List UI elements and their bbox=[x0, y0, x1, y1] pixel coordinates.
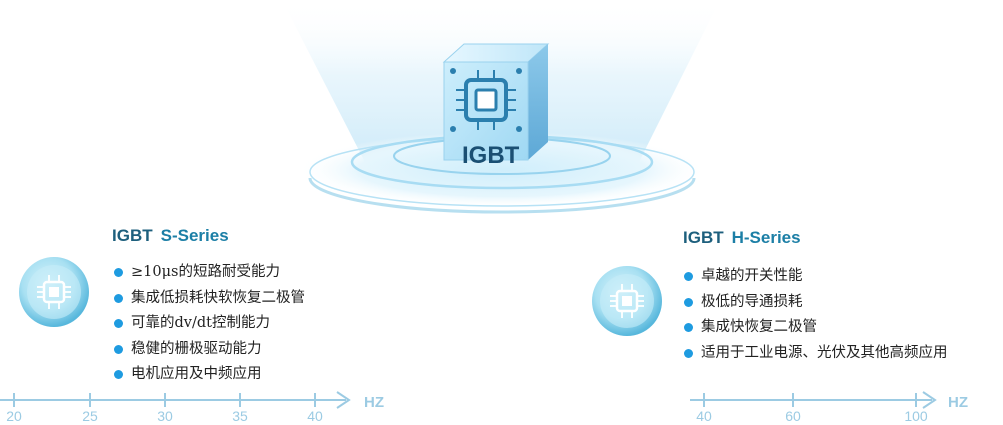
chip-label: IGBT bbox=[462, 142, 520, 169]
h-series-feature: 极低的导通损耗 bbox=[684, 290, 948, 316]
s-axis-tick-label: 40 bbox=[307, 408, 323, 424]
h-axis-unit: HZ bbox=[948, 394, 968, 411]
s-series-frequency-axis: 20 25 30 35 40 HZ bbox=[0, 391, 384, 424]
h-series-chip-icon bbox=[592, 266, 662, 336]
s-series-name: S-Series bbox=[160, 226, 229, 245]
h-series-feature: 适用于工业电源、光伏及其他高频应用 bbox=[684, 341, 948, 367]
s-series-title: IGBT S-Series bbox=[112, 226, 229, 246]
s-series-feature-list: ≥10μs的短路耐受能力 集成低损耗快软恢复二极管 可靠的dv/dt控制能力 稳… bbox=[114, 260, 305, 388]
s-series-feature: 集成低损耗快软恢复二极管 bbox=[114, 286, 305, 312]
h-series-frequency-axis: 40 60 100 HZ bbox=[690, 391, 968, 424]
s-axis-tick-label: 35 bbox=[232, 408, 248, 424]
h-series-feature: 卓越的开关性能 bbox=[684, 264, 948, 290]
s-series-feature: ≥10μs的短路耐受能力 bbox=[114, 260, 305, 286]
s-series-brand: IGBT bbox=[112, 226, 153, 245]
s-axis-tick-label: 20 bbox=[6, 408, 22, 424]
s-series-chip-icon bbox=[19, 257, 89, 327]
h-series-feature-list: 卓越的开关性能 极低的导通损耗 集成快恢复二极管 适用于工业电源、光伏及其他高频… bbox=[684, 264, 948, 366]
h-axis-tick-label: 40 bbox=[696, 408, 712, 424]
h-series-brand: IGBT bbox=[683, 228, 724, 247]
h-series-name: H-Series bbox=[731, 228, 801, 247]
h-series-feature: 集成快恢复二极管 bbox=[684, 315, 948, 341]
h-axis-tick-label: 60 bbox=[785, 408, 801, 424]
s-series-feature: 可靠的dv/dt控制能力 bbox=[114, 311, 305, 337]
s-series-feature: 电机应用及中频应用 bbox=[114, 362, 305, 388]
h-axis-tick-label: 100 bbox=[904, 408, 928, 424]
s-axis-unit: HZ bbox=[364, 394, 384, 411]
h-series-title: IGBT H-Series bbox=[683, 228, 801, 248]
s-series-feature: 稳健的栅极驱动能力 bbox=[114, 337, 305, 363]
s-axis-tick-label: 25 bbox=[82, 408, 98, 424]
igbt-chip-cube bbox=[442, 43, 550, 161]
s-axis-tick-label: 30 bbox=[157, 408, 173, 424]
platform-ring-highlight bbox=[308, 177, 696, 214]
